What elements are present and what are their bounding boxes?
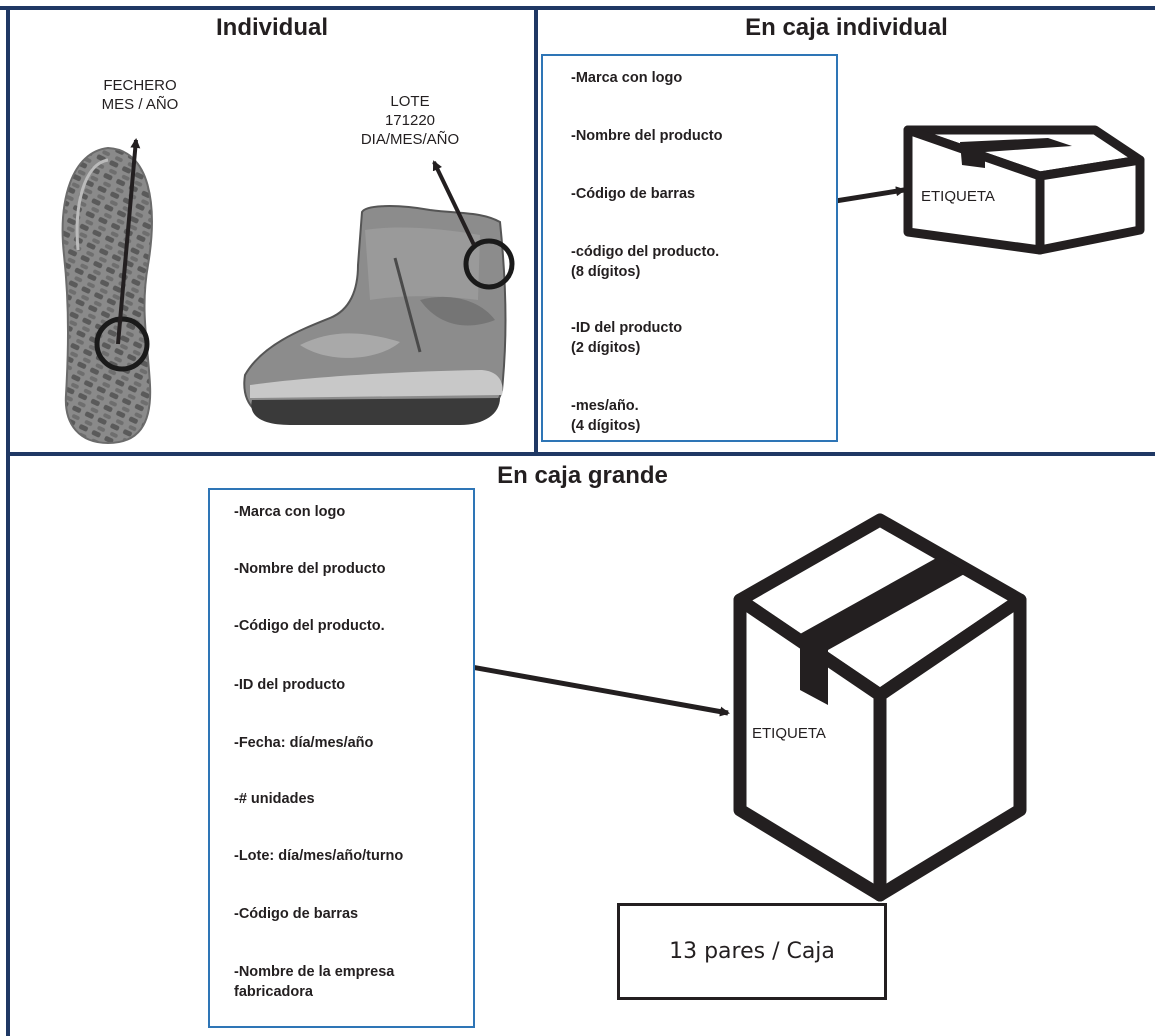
frame-middle-divider — [6, 452, 1155, 456]
info-item-codigo-producto: -Código del producto. — [234, 618, 385, 634]
lote-format: DIA/MES/AÑO — [360, 131, 460, 148]
info-item-lote: -Lote: día/mes/año/turno — [234, 848, 404, 864]
big-box-tape — [800, 556, 968, 705]
lote-label: LOTE 171220 DIA/MES/AÑO — [330, 92, 490, 149]
big-box-icon — [733, 513, 1027, 902]
info-item-marca: -Marca con logo — [571, 70, 683, 86]
boot-image — [243, 205, 507, 425]
caja-individual-title: En caja individual — [745, 14, 948, 41]
caja-grande-title: En caja grande — [497, 462, 668, 489]
info-item-id-producto: -ID del producto — [234, 677, 346, 693]
info-item-codigo-producto: -código del producto. (8 dígitos) — [571, 244, 720, 280]
small-box-tape — [960, 138, 1072, 168]
info-item-unidades: -# unidades — [234, 791, 315, 807]
boot-sole-image — [61, 146, 153, 445]
caja-individual-info-box: -Marca con logo -Nombre del producto -Có… — [541, 54, 838, 442]
info-item-codigo-barras: -Código de barras — [571, 186, 696, 202]
lote-marker-circle — [463, 238, 515, 290]
lote-arrow — [432, 160, 476, 246]
info-item-codigo-barras: -Código de barras — [234, 906, 359, 922]
info-item-empresa: -Nombre de la empresa fabricadora — [234, 964, 395, 1000]
info-item-mes-ano: -mes/año. (4 dígitos) — [571, 398, 641, 434]
pairs-per-box-label: 13 pares / Caja — [617, 903, 887, 1000]
lote-title: LOTE — [390, 93, 430, 110]
small-box-etiqueta-label: ETIQUETA — [921, 188, 995, 205]
fechero-arrow — [116, 138, 141, 345]
info-item-nombre: -Nombre del producto — [571, 128, 723, 144]
frame-left-border — [6, 6, 10, 1036]
fechero-label: FECHERO MES / AÑO — [101, 77, 179, 113]
individual-title: Individual — [215, 14, 328, 41]
info-item-id-producto: -ID del producto (2 dígitos) — [571, 320, 683, 356]
caja-grande-info-box: -Marca con logo -Nombre del producto -Có… — [208, 488, 475, 1028]
info-item-marca: -Marca con logo — [234, 504, 346, 520]
small-box-icon — [903, 125, 1145, 255]
info-item-nombre: -Nombre del producto — [234, 561, 386, 577]
info-item-fecha: -Fecha: día/mes/año — [234, 735, 374, 751]
lote-number: 171220 — [384, 112, 436, 129]
frame-top-border — [0, 6, 1155, 10]
big-box-etiqueta-label: ETIQUETA — [752, 725, 826, 742]
frame-center-divider — [534, 6, 538, 456]
